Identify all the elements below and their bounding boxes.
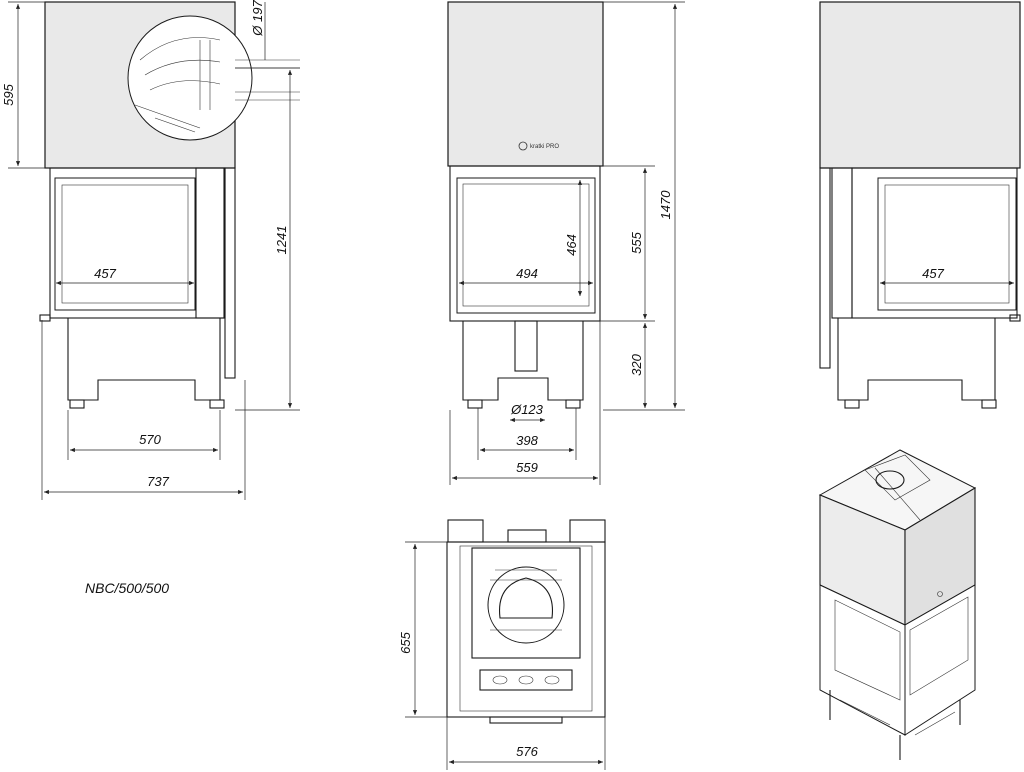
right-body <box>851 167 1018 319</box>
front-base-height-label: 320 <box>629 353 644 375</box>
left-pipe-diameter-label: Ø 197 <box>250 0 265 37</box>
left-total-height-label: 1241 <box>274 226 289 255</box>
top-width-label: 576 <box>516 744 538 759</box>
front-air-inlet-label: Ø123 <box>510 402 544 417</box>
brand-mark: kratki PRO <box>530 144 559 150</box>
isometric-view <box>818 449 977 760</box>
right-side-view: 457 <box>819 1 1021 409</box>
iso-brand-logo-icon <box>937 591 943 597</box>
model-label: NBC/500/500 <box>85 580 169 596</box>
front-glass-width-label: 494 <box>516 266 538 281</box>
left-glass-width-label: 457 <box>94 266 116 281</box>
top-depth-label: 655 <box>398 631 413 653</box>
left-height-top-label: 595 <box>1 83 16 105</box>
brand-logo-icon <box>518 141 528 151</box>
top-view: 655 576 <box>398 519 606 770</box>
right-glass-panel <box>877 177 1017 311</box>
front-door-height-label: 555 <box>629 231 644 253</box>
right-glass-width-label: 457 <box>922 266 944 281</box>
front-total-height-label: 1470 <box>658 190 673 220</box>
left-total-width-label: 737 <box>147 474 169 489</box>
left-side-view: 595 Ø 197 1241 457 570 737 <box>1 0 300 500</box>
front-glass-height-label: 464 <box>564 234 579 256</box>
front-glass-panel <box>456 177 596 314</box>
front-inner-width-label: 398 <box>516 433 538 448</box>
front-view: kratki PRO 1470 555 320 464 494 Ø123 398 <box>447 1 685 485</box>
front-total-width-label: 559 <box>516 460 538 475</box>
right-hood <box>819 1 1021 169</box>
left-base-width-label: 570 <box>139 432 161 447</box>
left-glass-panel <box>54 177 196 311</box>
left-detail-circle <box>127 15 253 141</box>
front-hood <box>447 1 604 167</box>
